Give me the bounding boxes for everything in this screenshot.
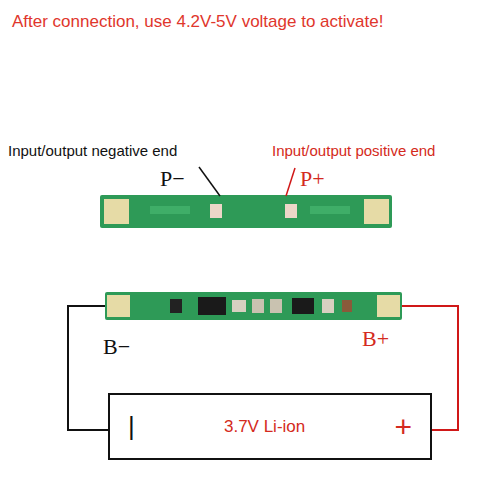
pcb-top [100, 195, 392, 228]
plus-sign: + [394, 410, 412, 444]
pad [107, 295, 130, 317]
capacitor [252, 299, 264, 313]
pcb-bottom [105, 292, 402, 320]
chip [292, 298, 314, 314]
title: After connection, use 4.2V-5V voltage to… [12, 12, 383, 32]
signal-description: Input/output negative end [8, 142, 177, 159]
pin-name: P+ [300, 166, 325, 191]
battery-box: | 3.7V Li-ion + [108, 393, 432, 460]
pin-name: B− [103, 334, 130, 359]
black-wire [68, 306, 108, 430]
resistor [232, 300, 246, 312]
pin-name: B+ [362, 326, 389, 351]
chip [170, 299, 182, 313]
leader-line [199, 167, 220, 196]
capacitor [270, 299, 282, 313]
signal-description: Input/output positive end [272, 142, 435, 159]
pin-name: P− [160, 166, 185, 191]
leader-line [286, 168, 295, 196]
chip [198, 297, 226, 315]
pad [285, 204, 297, 218]
battery-label: 3.7V Li-ion [224, 417, 305, 437]
pad [104, 199, 129, 224]
pad [364, 199, 389, 224]
trace [310, 206, 350, 214]
trace [150, 206, 190, 214]
resistor [342, 300, 352, 312]
minus-sign: | [128, 411, 135, 442]
pad [210, 204, 222, 218]
pad [377, 295, 400, 317]
resistor [322, 299, 334, 313]
